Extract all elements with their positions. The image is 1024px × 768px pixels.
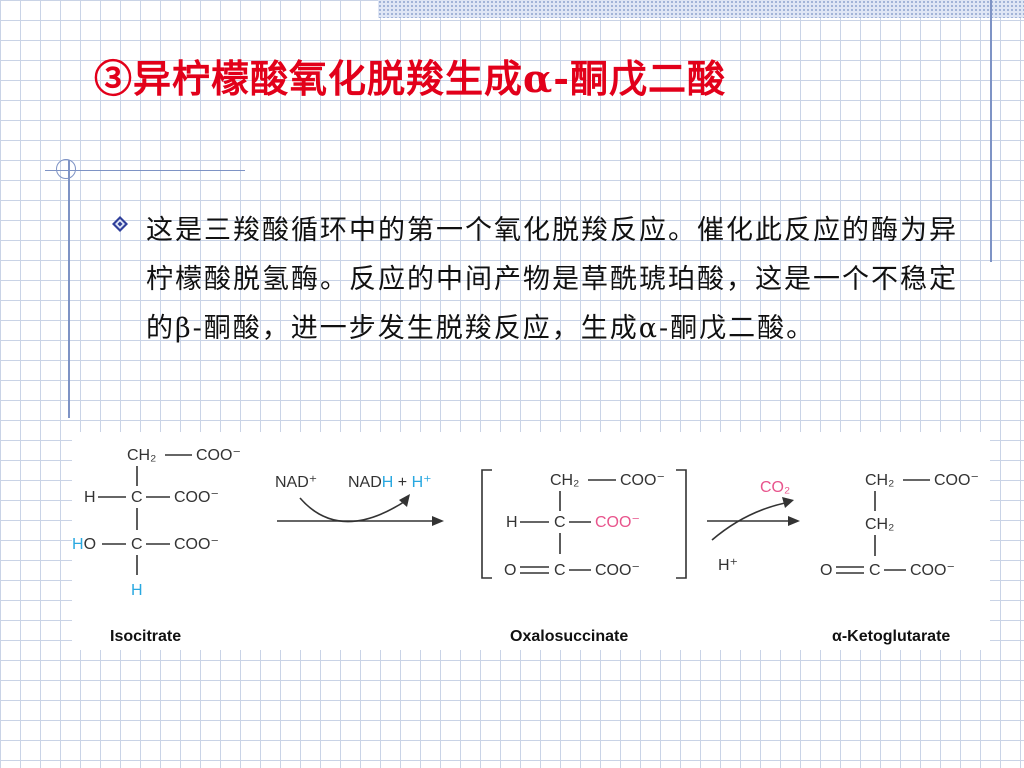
keto-o: O: [820, 562, 832, 579]
isocitrate-coo-3: COO⁻: [174, 536, 219, 553]
cofactor-curve: [299, 497, 408, 523]
decorative-circle-marker: [56, 159, 76, 179]
reaction-svg: CH₂ COO⁻ H C COO⁻ HO C COO⁻ H Isocitrate…: [72, 447, 979, 645]
oxalo-coo-3: COO⁻: [595, 562, 640, 579]
keto-ch2-2: CH₂: [865, 516, 894, 533]
oxalo-c-2: C: [554, 514, 566, 531]
reaction-arrowhead: [432, 516, 444, 526]
step1-arrow: NAD⁺ NADH + H⁺: [275, 474, 444, 526]
bullet-text: 这是三羧酸循环中的第一个氧化脱羧反应。催化此反应的酶为异柠檬酸脱氢酶。反应的中间…: [146, 215, 958, 344]
isocitrate-ch2: CH₂: [127, 447, 156, 464]
keto-c: C: [869, 562, 881, 579]
isocitrate-h-left: H: [84, 489, 96, 506]
keto-coo-1: COO⁻: [934, 472, 979, 489]
diamond-bullet-icon: [112, 216, 128, 232]
co2-curve-arrowhead: [782, 497, 794, 508]
oxalo-coo-2-highlight: COO⁻: [595, 514, 640, 531]
step2-arrow: CO₂ H⁺: [707, 479, 800, 574]
isocitrate-coo-1: COO⁻: [196, 447, 241, 464]
ketoglutarate-structure: CH₂ COO⁻ CH₂ O C COO⁻ α-Ketoglutarate: [820, 472, 979, 645]
oxalo-o: O: [504, 562, 516, 579]
isocitrate-h-bottom: H: [131, 582, 143, 599]
oxalo-ch2: CH₂: [550, 472, 579, 489]
co2-curve: [711, 501, 791, 541]
keto-ch2-1: CH₂: [865, 472, 894, 489]
nadh-h-label: NADH + H⁺: [348, 474, 432, 491]
oxalosuccinate-label: Oxalosuccinate: [510, 628, 628, 645]
bracket-right: [676, 469, 687, 579]
oxalo-h-left: H: [506, 514, 518, 531]
isocitrate-c-2: C: [131, 489, 143, 506]
isocitrate-structure: CH₂ COO⁻ H C COO⁻ HO C COO⁻ H Isocitrate: [72, 447, 241, 645]
bracket-left: [481, 469, 492, 579]
oxalosuccinate-structure: CH₂ COO⁻ H C COO⁻ O C COO⁻ Oxalosuccinat…: [481, 469, 687, 645]
nad-plus-label: NAD⁺: [275, 474, 317, 491]
curve-arrowhead: [399, 494, 410, 507]
isocitrate-label: Isocitrate: [110, 628, 181, 645]
decorative-vertical-line-right: [990, 0, 992, 262]
keto-coo-2: COO⁻: [910, 562, 955, 579]
h-plus-label: H⁺: [718, 557, 738, 574]
bullet-paragraph: 这是三羧酸循环中的第一个氧化脱羧反应。催化此反应的酶为异柠檬酸脱氢酶。反应的中间…: [108, 206, 968, 353]
reaction-diagram: CH₂ COO⁻ H C COO⁻ HO C COO⁻ H Isocitrate…: [72, 432, 990, 650]
co2-label: CO₂: [760, 479, 790, 496]
oxalo-coo-1: COO⁻: [620, 472, 665, 489]
isocitrate-c-3: C: [131, 536, 143, 553]
reaction-arrowhead-2: [788, 516, 800, 526]
isocitrate-ho: HO: [72, 536, 96, 553]
isocitrate-coo-2: COO⁻: [174, 489, 219, 506]
oxalo-c-3: C: [554, 562, 566, 579]
ketoglutarate-label: α-Ketoglutarate: [832, 628, 950, 645]
decorative-vertical-line-left: [68, 160, 70, 418]
decorative-horizontal-line: [45, 170, 245, 171]
top-decorative-band: [378, 0, 1024, 18]
slide-title: ③异柠檬酸氧化脱羧生成α-酮戊二酸: [94, 56, 727, 101]
